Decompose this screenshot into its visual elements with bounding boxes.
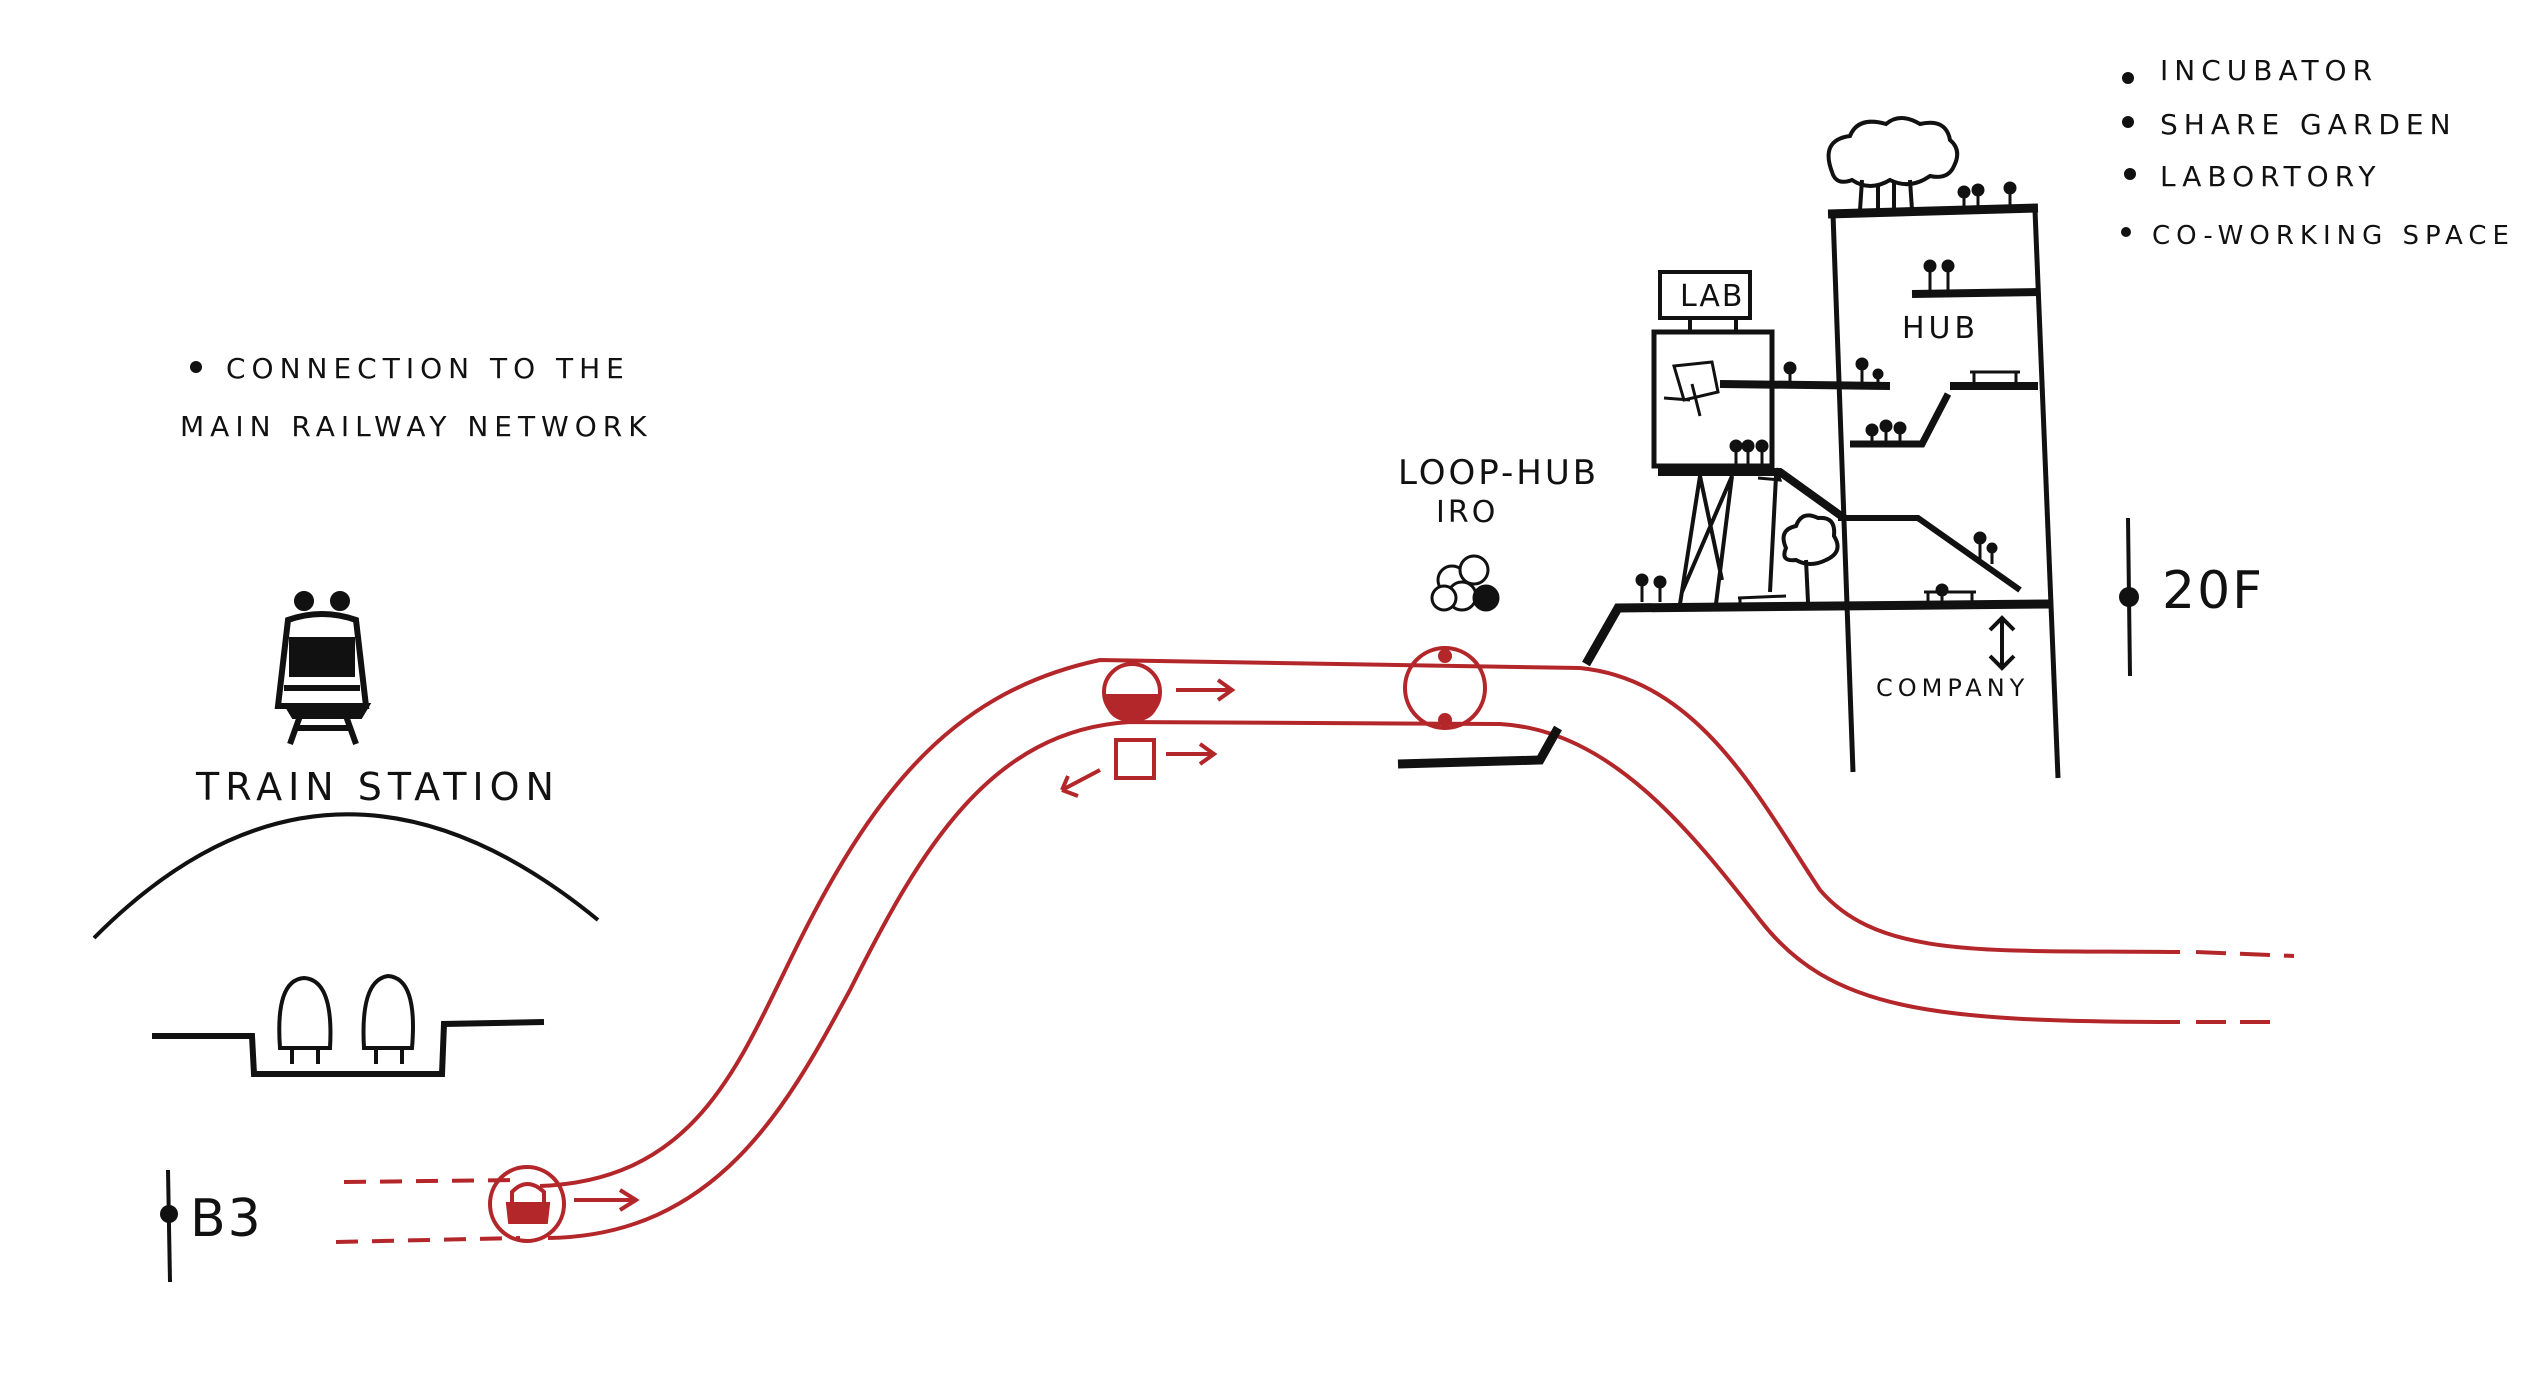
robot-icon [1430, 554, 1500, 612]
loop-hub-label-line1: LOOP-HUB [1398, 453, 1599, 493]
company-height-arrow [1988, 615, 2016, 671]
hub-ground-ramp [1582, 599, 2051, 667]
pod-icon-hub [1403, 646, 1487, 730]
connection-label-line1: CONNECTION TO THE [226, 352, 630, 385]
loop-rail-upper [539, 657, 2181, 1188]
program-item-0: INCUBATOR [2160, 54, 2378, 87]
program-item-3: CO-WORKING SPACE [2152, 221, 2515, 251]
loop-rail-dash-left [335, 1178, 521, 1244]
lab-sign-label: LAB [1680, 279, 1745, 314]
cloud-tree-icon [1826, 116, 1960, 212]
program-list: INCUBATOR SHARE GARDEN LABORTORY CO-WORK… [2121, 54, 2515, 251]
pod-icon-top-left [1102, 662, 1236, 723]
person-icon-group [1635, 181, 2017, 604]
station-pods [277, 973, 415, 1064]
furniture-group [1737, 370, 2020, 604]
pod-icon-bottom [488, 1165, 640, 1243]
program-bullet-2 [2124, 168, 2136, 180]
hub-tower [1651, 203, 2061, 779]
program-item-1: SHARE GARDEN [2160, 108, 2457, 141]
train-station-label: TRAIN STATION [195, 765, 560, 809]
connection-bullet [190, 361, 202, 373]
station-arch [92, 812, 600, 940]
hub-label: HUB [1902, 311, 1979, 346]
loop-hub-label-line2: IRO [1436, 495, 1498, 530]
program-bullet-3 [2121, 227, 2131, 237]
level-marker-b3: B3 [160, 1169, 263, 1283]
program-bullet-1 [2122, 116, 2134, 128]
program-bullet-0 [2122, 72, 2134, 84]
loop-rail-dash-right [2195, 950, 2295, 1024]
hub-ground-lower [1397, 725, 1562, 769]
cargo-box-icon [1060, 738, 1218, 798]
program-item-2: LABORTORY [2160, 160, 2381, 193]
connection-label-line2: MAIN RAILWAY NETWORK [180, 410, 653, 443]
level-marker-20f: 20F [2119, 517, 2264, 677]
station-platform [152, 1019, 545, 1077]
level-20f-label: 20F [2162, 561, 2264, 621]
loop-rail-lower [547, 719, 2181, 1240]
level-b3-label: B3 [190, 1189, 263, 1249]
train-icon [274, 591, 372, 746]
tree-icon [1781, 513, 1840, 603]
loop-line [335, 657, 2295, 1244]
company-label: COMPANY [1876, 674, 2029, 702]
